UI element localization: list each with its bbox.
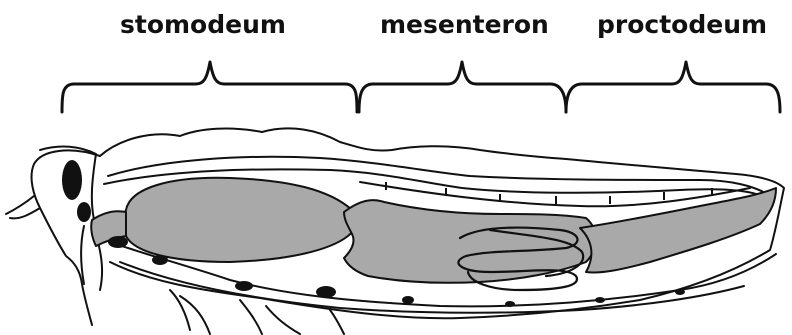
- brain-ganglion: [62, 160, 82, 200]
- leg-3: [330, 310, 344, 334]
- ganglion: [595, 297, 605, 303]
- ganglion: [152, 255, 168, 265]
- ganglion: [402, 296, 414, 304]
- ganglion: [316, 286, 336, 298]
- ganglion: [108, 236, 128, 248]
- ganglion: [675, 289, 685, 295]
- ganglion: [505, 301, 515, 307]
- subesophageal-ganglion: [77, 202, 91, 222]
- leg-2: [240, 300, 300, 334]
- ganglion: [235, 281, 253, 291]
- proctodeum-bracket: [566, 62, 780, 112]
- crop-stomodeum: [123, 178, 356, 262]
- antenna: [6, 196, 34, 214]
- leg-1: [170, 290, 210, 334]
- mesenteron-bracket: [359, 62, 566, 112]
- stomodeum-bracket: [62, 62, 357, 112]
